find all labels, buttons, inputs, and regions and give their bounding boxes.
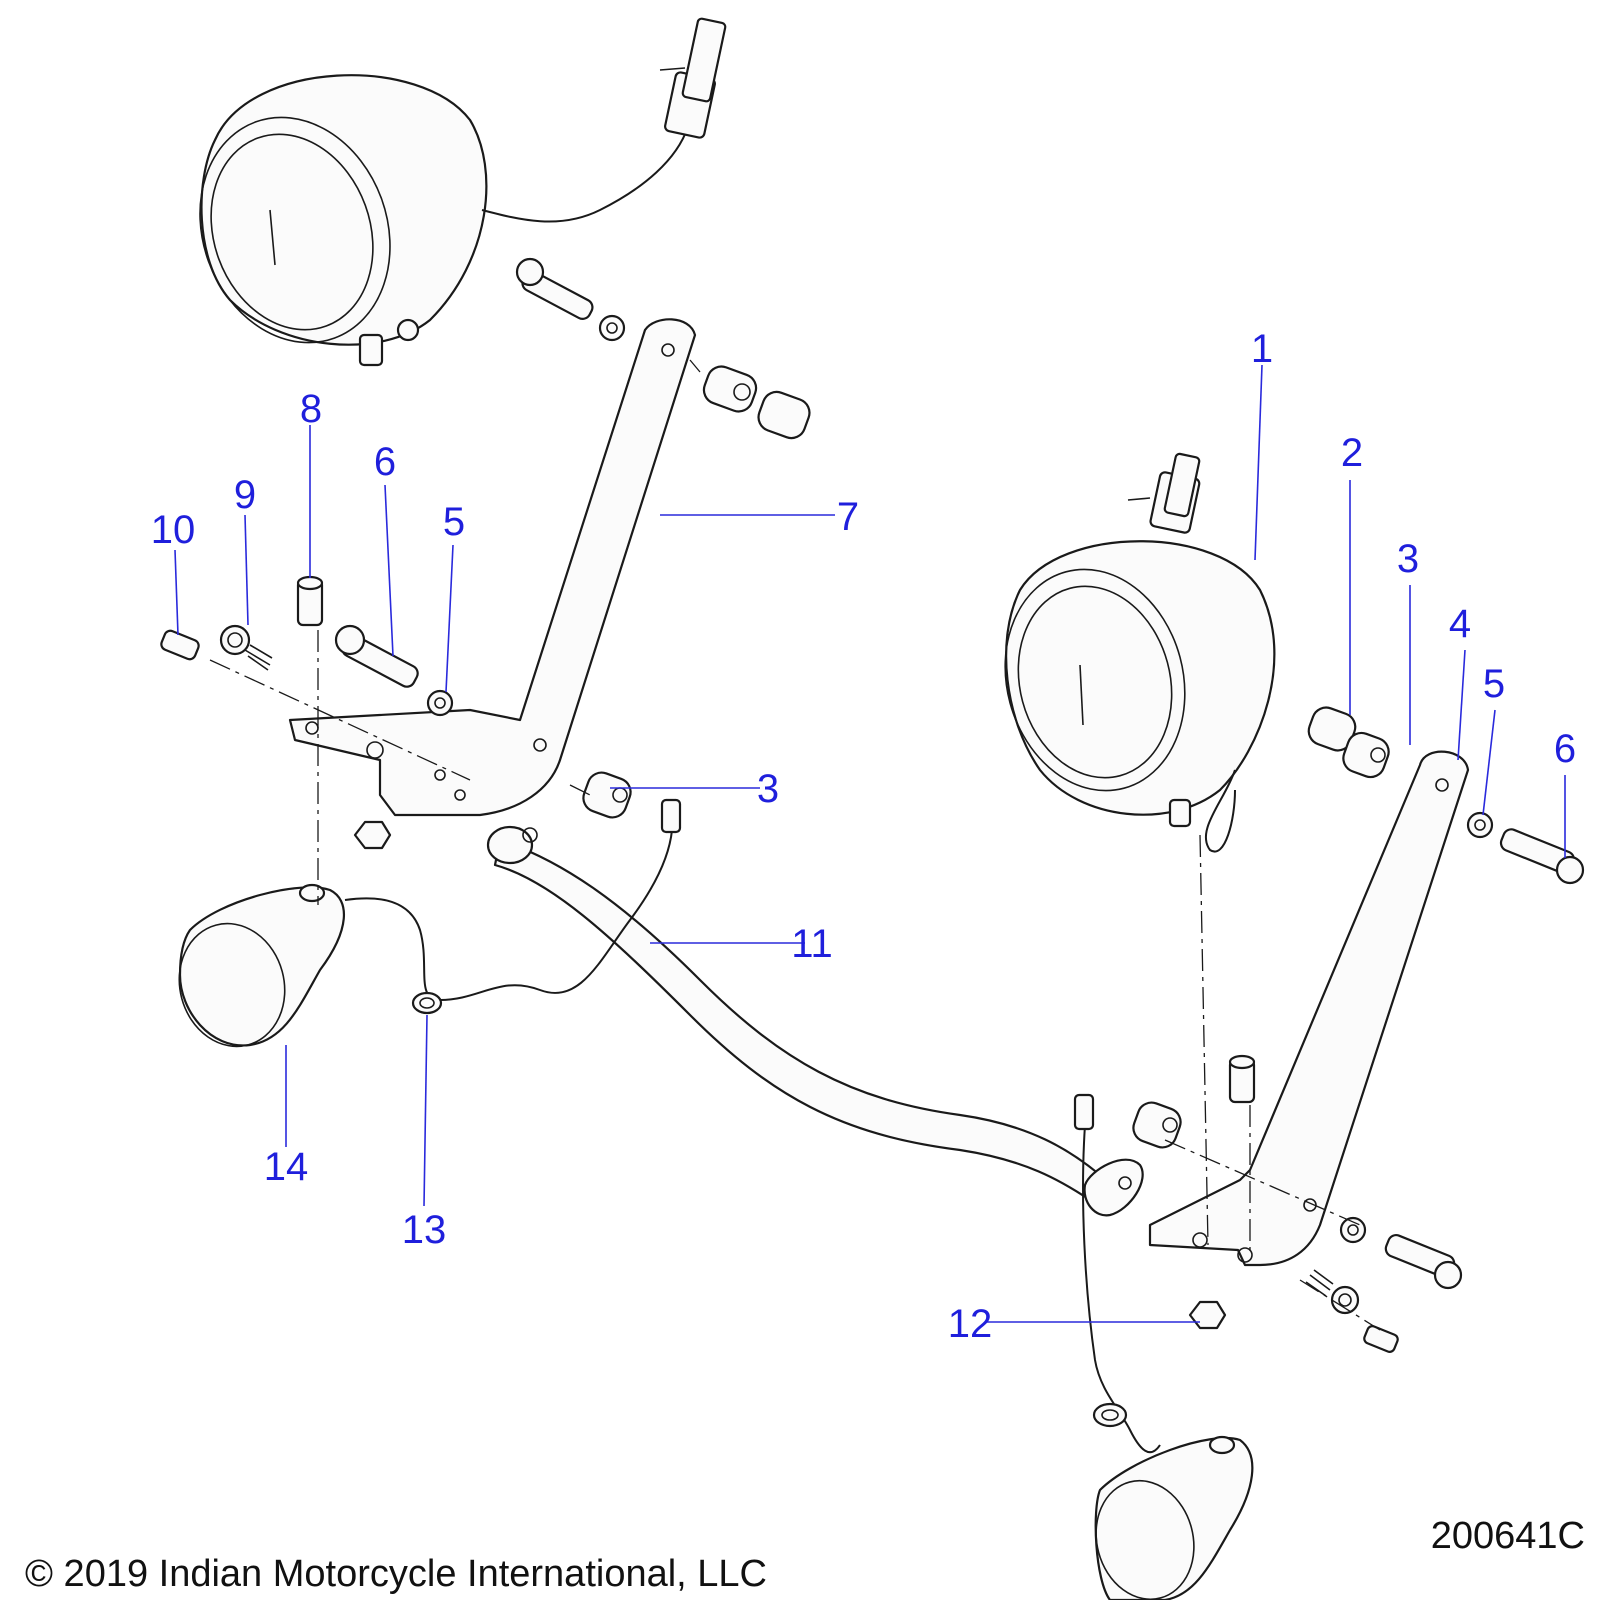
assembly-lines: [209, 359, 1381, 1331]
callout-9: 9: [234, 473, 256, 517]
figure-id: 200641C: [1430, 1515, 1585, 1557]
right-spacers: [1307, 706, 1390, 779]
right-headlamp: [1004, 452, 1276, 853]
right-upper-hardware: [1466, 811, 1585, 885]
leader-lines: [174, 364, 1566, 1323]
callout-5-right: 5: [1483, 662, 1505, 706]
callout-3-right: 3: [1397, 537, 1419, 581]
callout-4: 4: [1449, 602, 1471, 646]
callout-1: 1: [1251, 327, 1273, 371]
left-lamp-wiring: [344, 798, 682, 1015]
callout-5-left: 5: [443, 500, 465, 544]
callout-13: 13: [402, 1208, 447, 1252]
right-lamp-wiring: [1073, 1093, 1161, 1454]
right-marker-lamp: [1094, 1435, 1254, 1600]
light-bar: [486, 825, 1144, 1217]
callout-11: 11: [791, 922, 833, 966]
callouts: 1 2 3 3 4 5 5 6 6 7 8 9 10 11 12 13 14: [151, 327, 1576, 1346]
callout-6-right: 6: [1554, 727, 1576, 771]
callout-12: 12: [948, 1302, 993, 1346]
callout-3-left: 3: [757, 767, 779, 811]
left-spacer-and-nut: [353, 771, 632, 850]
callout-14: 14: [264, 1145, 309, 1189]
callout-6-left: 6: [374, 440, 396, 484]
callout-10: 10: [151, 508, 196, 552]
right-lower-hardware: [1132, 1054, 1463, 1353]
callout-7: 7: [837, 495, 859, 539]
left-bracket: [288, 318, 697, 817]
copyright-text: © 2019 Indian Motorcycle International, …: [25, 1553, 767, 1595]
left-hardware: [160, 575, 454, 717]
callout-2: 2: [1341, 431, 1363, 475]
left-marker-lamp: [178, 883, 346, 1048]
upper-bolt-set: [515, 257, 811, 440]
right-bracket: [1148, 750, 1470, 1267]
left-headlamp: [199, 17, 727, 367]
callout-8: 8: [300, 387, 322, 431]
